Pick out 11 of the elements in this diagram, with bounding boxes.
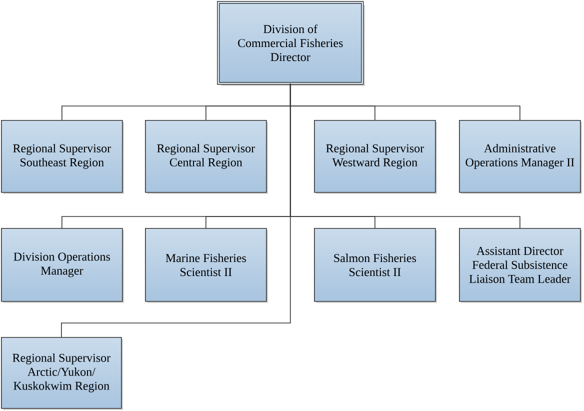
position-box: Regional Supervisor Arctic/Yukon/ Kuskokwim Region	[1, 337, 123, 410]
position-box: Division Operations Manager	[1, 228, 124, 303]
position-box: Regional Supervisor Westward Region	[314, 120, 437, 194]
director-box: Division of Commercial Fisheries Director	[217, 1, 365, 86]
position-box: Salmon Fisheries Scientist II	[314, 228, 437, 303]
position-box: Regional Supervisor Central Region	[145, 120, 268, 194]
position-box: Marine Fisheries Scientist II	[145, 228, 268, 303]
connector-line	[61, 83, 291, 338]
position-box: Assistant Director Federal Subsistence Liaison Team Leader	[459, 228, 582, 303]
position-box: Regional Supervisor Southeast Region	[1, 120, 124, 194]
position-box: Administrative Operations Manager II	[459, 120, 582, 194]
